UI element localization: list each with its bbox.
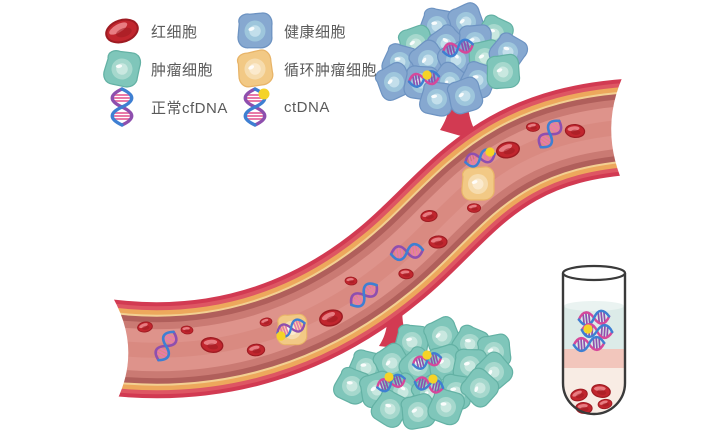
tumor-cell-cluster-bottom [329, 313, 518, 432]
legend-item-ctdna: ctDNA [235, 87, 377, 127]
red-blood-cell [525, 122, 541, 132]
vessel-circulating-tumor-cells [274, 146, 498, 346]
legend-item-normal-cfdna: 正常cfDNA [102, 87, 235, 127]
ctdna-dot [384, 372, 394, 382]
normal-cfdna-icon [110, 87, 134, 127]
red-blood-cell [428, 235, 448, 249]
legend-item-circulating-tumor-cell: 循环肿瘤细胞 [235, 49, 377, 89]
ctdna-dot [485, 147, 495, 157]
vessel-left-cut [30, 278, 129, 414]
legend-label: 循环肿瘤细胞 [284, 61, 378, 79]
blood-vessel [84, 78, 645, 399]
legend-item-red-blood-cell: 红细胞 [102, 11, 235, 51]
tube-ctdna [572, 308, 614, 353]
legend-item-healthy-cell: 健康细胞 [235, 11, 377, 51]
tube-opening [561, 264, 627, 282]
ctdna-dot [428, 374, 438, 384]
ctdna-icon [243, 87, 270, 127]
legend-label: 肿瘤细胞 [151, 61, 214, 79]
buffy-coat-layer [564, 349, 624, 368]
ctdna-dot [583, 324, 593, 334]
red-blood-cell-icon [102, 14, 142, 48]
vessel-right-cut [611, 56, 705, 198]
red-blood-cell [466, 203, 482, 213]
ctdna-dot [422, 350, 432, 360]
tumor-cell-cluster-top [371, 0, 532, 119]
circulating-tumor-cell [461, 166, 495, 201]
ctdna-dot [422, 70, 432, 80]
tube-outline [561, 273, 627, 416]
legend: 红细胞 健康细胞 肿瘤细胞 循环肿瘤细胞 正常cfDNA ctDNA [102, 11, 377, 127]
test-tube [561, 264, 627, 416]
circulating-tumor-cell-icon [235, 49, 275, 89]
ctdna-dot [276, 331, 286, 341]
tumor-cell [485, 53, 521, 90]
legend-label: 正常cfDNA [151, 99, 228, 117]
legend-label: 健康细胞 [284, 23, 347, 41]
tumor-cell-icon [102, 49, 142, 89]
legend-item-tumor-cell: 肿瘤细胞 [102, 49, 235, 89]
legend-label: ctDNA [284, 98, 330, 116]
legend-label: 红细胞 [151, 23, 198, 41]
healthy-cell-icon [237, 12, 273, 49]
